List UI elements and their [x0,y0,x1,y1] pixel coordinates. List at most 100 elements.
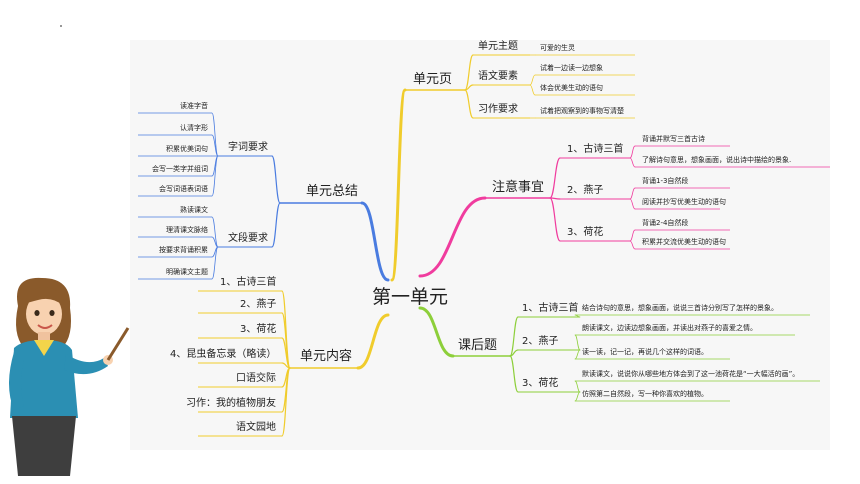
summary-item-label: 字词要求 [228,142,268,153]
summary-detail: 会写词语表词语 [159,185,208,193]
connector-unit-page [390,88,407,282]
connector-after-class-item [509,355,519,393]
unit-page-item-label: 习作要求 [478,104,518,115]
content-item-label: 1、古诗三首 [220,277,277,288]
connector-unit-page-detail [529,74,536,86]
teacher-smile [37,324,53,329]
connector-summary-item [271,202,281,248]
content-item-label: 2、燕子 [240,299,277,310]
connector-unit-page-item [464,84,474,91]
mind-map-connectors [138,54,830,437]
teacher-illustration [9,277,130,476]
notes-detail: 了解诗句意思，想象画面，说出诗中描绘的景象. [642,156,792,164]
connector-notes-detail [629,229,636,242]
connector-summary-detail [211,216,219,248]
unit-page-detail: 可爱的生灵 [540,44,575,52]
connector-unit-page-detail [529,84,536,96]
connector-after-class-detail [574,334,581,351]
unit-page-detail: 试着把观察到的事物写清楚 [540,107,624,115]
unit-page-detail: 试着一边读一边想象 [540,64,603,72]
after-class-detail: 读一读，记一记，再说几个这样的词语。 [582,348,708,356]
connector-content-item [281,337,291,369]
connector-notes-item [549,157,561,199]
after-class-detail: 朗读课文，边读边想象画面，并读出对燕子的喜爱之情。 [582,324,757,332]
teacher-neck [38,332,50,342]
connector-notes [418,196,487,278]
connector-after-class-item [509,316,519,357]
connector-notes-detail [629,187,636,200]
notes-item-label: 1、古诗三首 [567,144,624,155]
connector-summary-detail [211,134,219,157]
content-item-label: 3、荷花 [240,324,277,335]
branch-content-title: 单元内容 [300,349,353,364]
unit-page-item-label: 单元主题 [478,41,518,52]
notes-detail: 背诵1-3自然段 [642,177,689,185]
teacher-skirt [12,416,76,476]
content-item-label: 4、昆虫备忘录（略读） [170,349,277,360]
teacher-eye-left [34,310,40,316]
teacher-collar [34,340,54,356]
pointer-stick [106,327,130,361]
summary-detail: 积累优美词句 [166,145,208,153]
notes-item-label: 2、燕子 [567,185,604,196]
summary-detail: 读准字音 [180,102,208,110]
notes-item-label: 3、荷花 [567,227,604,238]
branch-summary-title: 单元总结 [306,184,359,199]
teacher-bangs [24,287,64,306]
branch-notes-title: 注意事宜 [492,180,545,195]
summary-detail: 按要求背诵积累 [159,246,208,254]
connector-summary-detail [211,155,219,197]
teacher-face [26,293,62,335]
notes-detail: 阅读并抄写优美生动的语句 [642,198,726,206]
corner-dot [60,25,62,27]
connector-notes-detail [629,157,636,168]
notes-detail: 背诵并默写三首古诗 [642,135,705,143]
content-item-label: 口语交际 [236,373,276,384]
connector-summary [360,201,390,282]
summary-detail: 明确课文主题 [166,268,208,276]
connector-summary-detail [211,246,219,280]
connector-after-class-detail [574,380,581,393]
connector-after-class-item [509,349,519,357]
teacher-jacket [10,340,78,418]
content-item-label: 习作：我的植物朋友 [186,398,276,409]
connector-notes-detail [629,198,636,210]
after-class-detail: 仿照第二自然段，写一种你喜欢的植物。 [582,390,708,398]
unit-page-detail: 体会优美生动的语句 [540,84,603,92]
connector-after-class-detail [574,391,581,402]
summary-detail: 理清课文脉络 [166,226,208,234]
connector-content-item [281,367,291,437]
branch-unit-page-title: 单元页 [413,72,453,87]
notes-detail: 背诵2-4自然段 [642,219,689,227]
mind-map: 第一单元 单元页 单元主题 可爱的生灵语文要素 试着一边读一边想象体会优美生动的语句习作… [130,40,830,450]
teacher-eye-right [49,310,55,316]
center-topic: 第一单元 [372,286,449,308]
summary-detail: 会写一类字并组词 [152,165,208,173]
summary-detail: 认清字形 [180,124,208,132]
after-class-item-label: 3、荷花 [522,378,559,389]
after-class-item-label: 1、古诗三首 [522,303,579,314]
branch-after-class-title: 课后题 [458,338,498,353]
connector-notes-item [549,197,561,242]
connector-summary-detail [211,112,219,157]
teacher-arm [64,354,108,375]
connector-notes-detail [629,240,636,250]
connector-content [356,313,390,370]
after-class-detail: 默读课文，说说你从哪些地方体会到了这一池荷花是“一大幅活的画”。 [582,370,800,378]
connector-unit-page-item [464,54,474,91]
teacher-arm-left [9,352,24,410]
after-class-detail: 结合诗句的意思，想象画面，说说三首诗分别写了怎样的景象。 [582,304,778,312]
connector-summary-detail [211,236,219,248]
connector-after-class-detail [574,349,581,360]
notes-detail: 积累并交流优美生动的语句 [642,238,726,246]
summary-detail: 熟读课文 [180,206,208,214]
connector-summary-item [271,155,281,204]
after-class-item-label: 2、燕子 [522,336,559,347]
connector-after-class [418,306,455,358]
summary-item-label: 文段要求 [228,233,268,244]
content-item-label: 语文园地 [236,422,276,433]
connector-unit-page-item [464,89,474,119]
unit-page-item-label: 语文要素 [478,71,518,82]
connector-notes-detail [629,145,636,159]
